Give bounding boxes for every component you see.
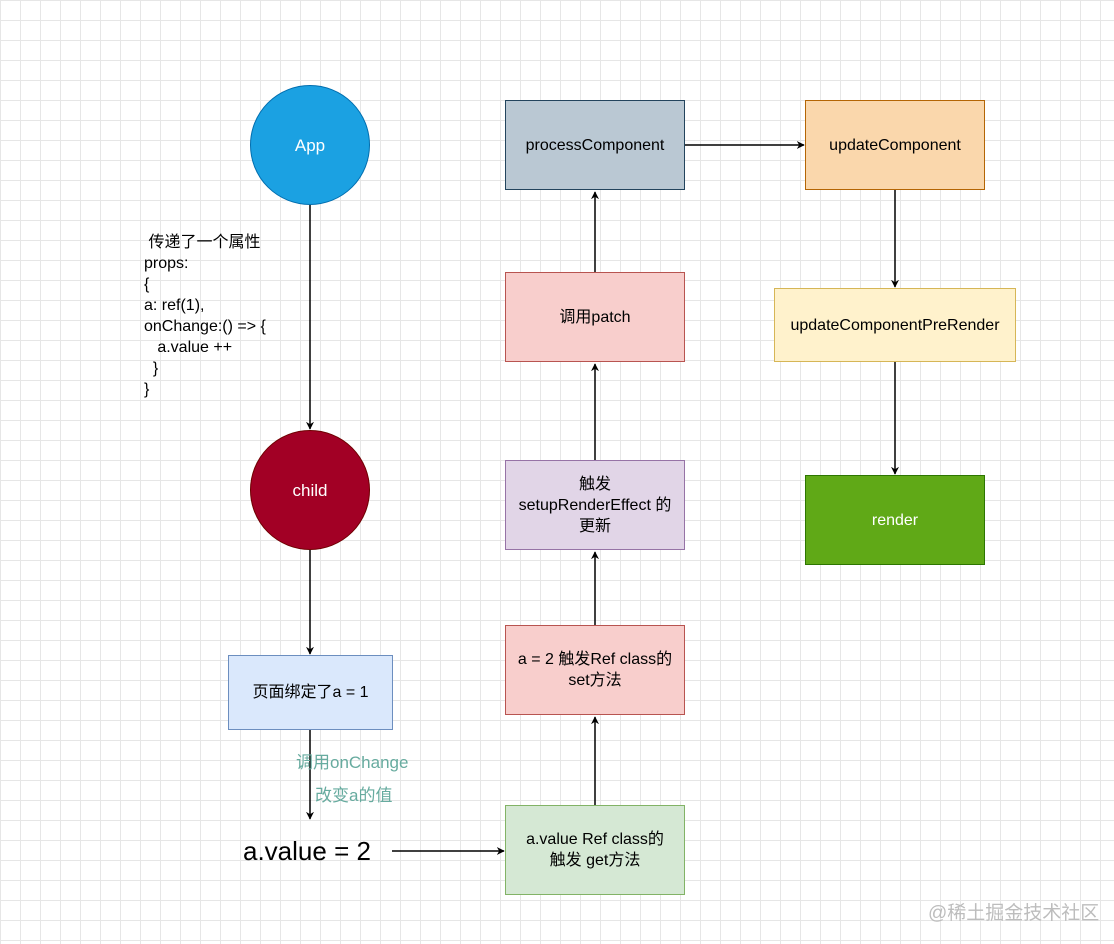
render-effect-box: 触发 setupRenderEffect 的 更新: [505, 460, 685, 550]
call-onchange-label: 调用onChange: [296, 753, 409, 772]
change-a-label: 改变a的值: [315, 786, 393, 805]
process-component-box: processComponent: [505, 100, 685, 190]
ref-get-box: a.value Ref class的 触发 get方法: [505, 805, 685, 895]
app-node: App: [250, 85, 370, 205]
props-note: 传递了一个属性 props: { a: ref(1), onChange:() …: [144, 234, 266, 398]
watermark: @稀土掘金技术社区: [928, 903, 1100, 924]
value-assignment-text: a.value = 2: [243, 836, 371, 866]
update-prerender-box: updateComponentPreRender: [774, 288, 1016, 362]
patch-box: 调用patch: [505, 272, 685, 362]
page-bind-box: 页面绑定了a = 1: [228, 655, 393, 730]
ref-set-box: a = 2 触发Ref class的 set方法: [505, 625, 685, 715]
render-box: render: [805, 475, 985, 565]
update-component-box: updateComponent: [805, 100, 985, 190]
child-node: child: [250, 430, 370, 550]
